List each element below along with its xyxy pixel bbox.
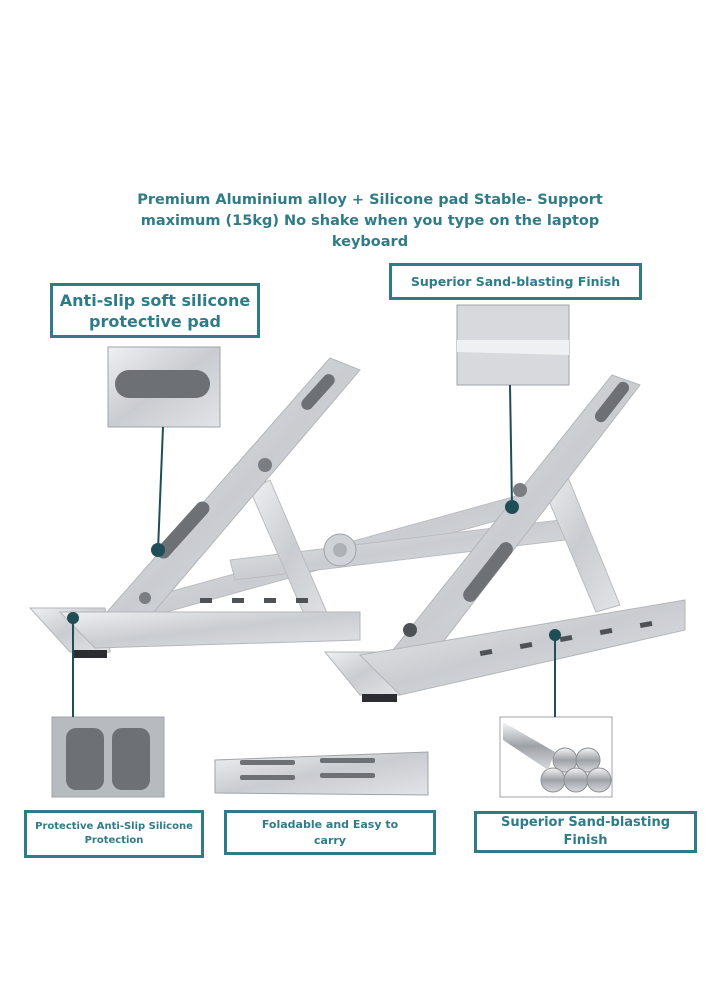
folded-stand-image: [214, 751, 429, 796]
callout-text: protective pad: [88, 311, 221, 331]
callout-sandblast-finish-top: Superior Sand-blasting Finish: [389, 263, 642, 300]
callout-text: Protection: [84, 835, 144, 846]
callout-anti-slip-protection: Protective Anti-Slip Silicone Protection: [24, 810, 204, 858]
callout-text: Anti-slip soft silicone: [59, 290, 251, 310]
pointer-lines: [72, 384, 556, 717]
callout-text: Superior Sand-blasting Finish: [410, 274, 621, 289]
headline-line: keyboard: [331, 234, 409, 250]
callout-text: carry: [314, 833, 346, 847]
stand-crossbar: [139, 494, 566, 618]
callout-sandblast-finish-bottom: Superior Sand-blasting Finish: [474, 811, 697, 853]
stand-right-support: [323, 374, 686, 702]
headline-line: Premium Aluminium alloy + Silicone pad S…: [137, 192, 603, 208]
callout-text: Superior Sand-blasting: [500, 815, 671, 830]
silicone-pad-detail-image: [107, 346, 221, 428]
callout-silicone-pad: Anti-slip soft silicone protective pad: [50, 283, 260, 338]
sandblast-finish-detail-image: [456, 304, 570, 386]
callout-text: Finish: [563, 833, 608, 848]
anti-slip-detail-image: [51, 716, 165, 798]
callout-text: Protective Anti-Slip Silicone: [35, 821, 193, 832]
aluminium-rods-image: [499, 716, 613, 798]
headline: Premium Aluminium alloy + Silicone pad S…: [100, 190, 640, 253]
callout-text: Foladable and Easy to: [261, 817, 399, 831]
headline-line: maximum (15kg) No shake when you type on…: [140, 213, 600, 229]
callout-foldable: Foladable and Easy to carry: [224, 810, 436, 855]
stand-left-support: [28, 357, 361, 658]
pointer-dots: [67, 500, 561, 641]
